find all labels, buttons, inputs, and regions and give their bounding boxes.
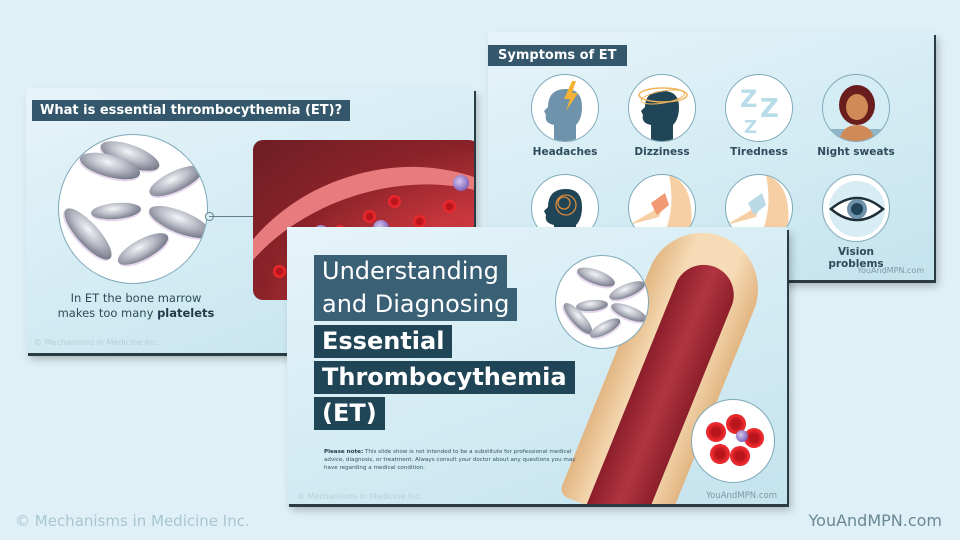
disclaimer-note: Please note: This slide show is not inte…: [324, 449, 576, 471]
symptom-dizziness: Dizziness: [617, 74, 707, 158]
symptom-headaches: Headaches: [520, 74, 610, 158]
slide-title: Symptoms of ET: [488, 45, 627, 66]
title-line-1: Understanding: [314, 255, 507, 288]
svg-text:Z: Z: [744, 117, 757, 138]
slide-brand: YouAndMPN.com: [857, 266, 924, 275]
title-line-5: (ET): [314, 397, 385, 430]
symptom-vision: Vision problems: [811, 174, 901, 270]
title-line-2: and Diagnosing: [314, 288, 518, 321]
footer-copyright: © Mechanisms in Medicine Inc.: [15, 512, 250, 530]
slide-cover: Understanding and Diagnosing Essential T…: [287, 227, 787, 504]
svg-text:Z: Z: [740, 85, 757, 113]
platelets-magnified-icon: [58, 134, 208, 284]
head-dizzy-icon: [628, 74, 696, 142]
blood-clot-icon: [691, 399, 775, 483]
symptom-night-sweats: Night sweats: [811, 74, 901, 158]
slide-brand: YouAndMPN.com: [706, 491, 777, 501]
sweating-woman-icon: [822, 74, 890, 142]
slide-title: What is essential thrombocythemia (ET)?: [32, 100, 351, 121]
slide-caption: In ET the bone marrow makes too many pla…: [57, 291, 215, 320]
footer-brand: YouAndMPN.com: [808, 511, 943, 530]
slide-watermark: © Mechanisms in Medicine Inc.: [34, 338, 160, 347]
svg-text:Z: Z: [760, 94, 779, 124]
connector-line: [209, 216, 257, 217]
platelets-magnified-icon: [555, 255, 649, 349]
title-line-3: Essential: [314, 325, 453, 358]
slide-watermark: © Mechanisms in Medicine Inc.: [297, 492, 423, 501]
title-line-4: Thrombocythemia: [314, 361, 575, 394]
eye-icon: [822, 174, 890, 242]
head-lightning-icon: [531, 74, 599, 142]
